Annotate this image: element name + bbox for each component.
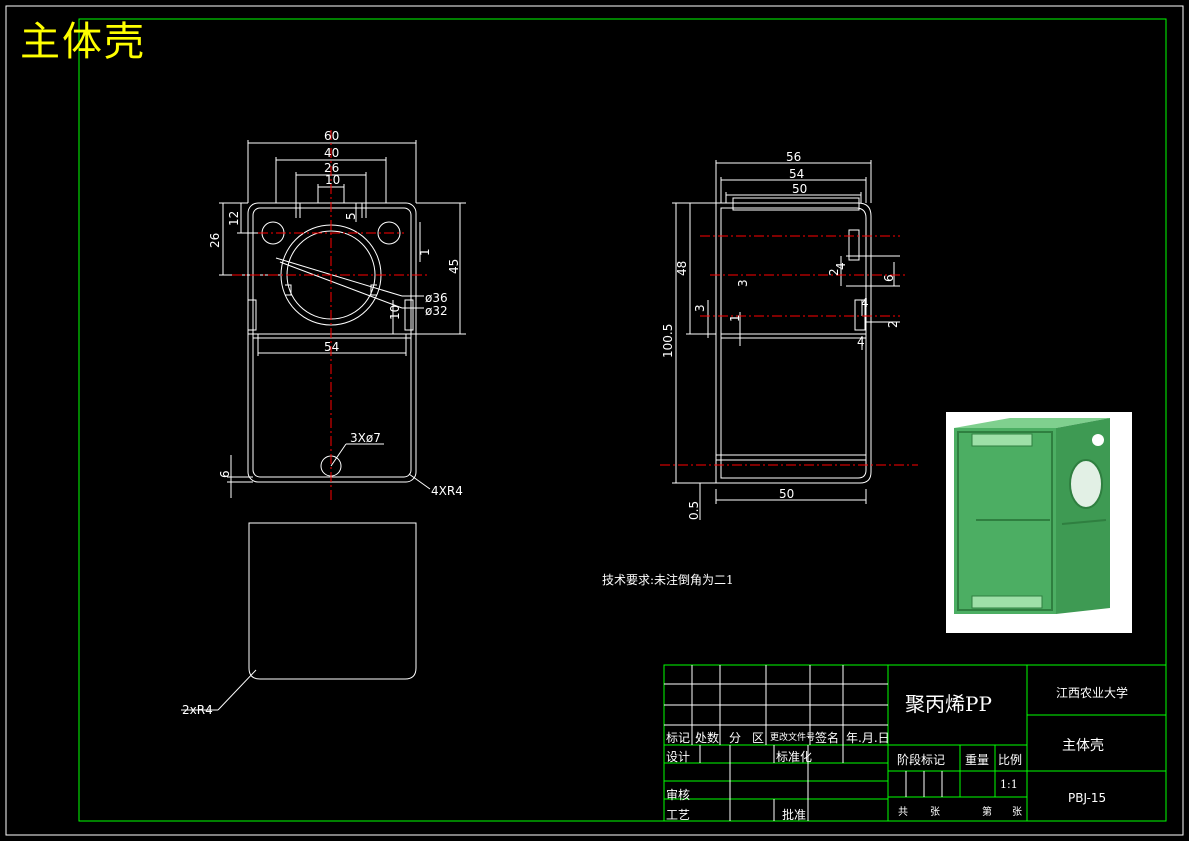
flat-view <box>181 522 417 711</box>
dim-front-54: 54 <box>324 340 339 354</box>
header-signature: 签名 <box>815 731 840 745</box>
dim-side-r4b: 4 <box>861 296 869 310</box>
header-zone: 区 <box>752 731 765 745</box>
review-label: 审核 <box>666 788 691 802</box>
tech-requirement: 技术要求:未注倒角为二1 <box>602 572 734 587</box>
dim-side-100-5: 100.5 <box>661 324 675 358</box>
dim-front-5: 5 <box>344 212 358 220</box>
dim-side-r2a: 2 <box>827 268 841 276</box>
dim-front-60: 60 <box>324 129 339 143</box>
sheets-label: 张 <box>930 807 940 818</box>
process-label: 工艺 <box>666 808 691 822</box>
side-view-centerlines <box>660 235 918 466</box>
approve-label: 批准 <box>782 808 807 822</box>
dim-front-radius: 4XR4 <box>431 484 463 498</box>
part-name: 主体壳 <box>1062 738 1104 754</box>
page-unit-label: 张 <box>1012 807 1022 818</box>
dim-front-10-vertical: 10 <box>388 305 402 320</box>
3d-model-preview-icon <box>946 412 1132 633</box>
dim-side-r2b: 2 <box>886 320 900 328</box>
standardize-label: 标准化 <box>776 750 813 764</box>
dim-side-r4a: 4 <box>834 262 848 270</box>
dim-front-12: 12 <box>227 211 241 226</box>
drawing-title: 主体壳 <box>20 19 146 65</box>
scale-value: 1:1 <box>1000 778 1018 791</box>
dim-side-bottom-50: 50 <box>779 487 794 501</box>
title-block <box>663 664 1167 822</box>
dim-side-54: 54 <box>789 167 804 181</box>
dim-side-r3a: 3 <box>736 279 750 287</box>
material-label: 聚丙烯PP <box>905 692 992 716</box>
dim-side-r4c: 4 <box>857 335 865 349</box>
dim-front-1: 1 <box>418 248 432 256</box>
drawing-number: PBJ-15 <box>1068 791 1107 805</box>
design-label: 设计 <box>666 750 691 764</box>
header-change-doc: 更改文件号 <box>770 733 816 743</box>
scale-label: 比例 <box>998 753 1023 767</box>
dim-side-50: 50 <box>792 182 807 196</box>
page-label: 第 <box>982 807 992 818</box>
dim-front-holes: 3Xø7 <box>350 431 381 445</box>
header-count: 处数 <box>695 731 720 745</box>
dim-side-3: 3 <box>693 304 707 312</box>
dim-front-26: 26 <box>324 161 339 175</box>
header-division: 分 <box>729 731 742 745</box>
dim-front-d32: ø32 <box>425 304 448 318</box>
dim-side-48: 48 <box>675 261 689 276</box>
dim-front-45: 45 <box>447 259 461 274</box>
dim-front-26-height: 26 <box>208 233 222 248</box>
dim-side-0-5: 0.5 <box>687 501 701 520</box>
dim-side-1: 1 <box>728 314 742 322</box>
dim-front-d36: ø36 <box>425 291 448 305</box>
front-view <box>219 140 466 498</box>
school-name: 江西农业大学 <box>1056 686 1129 700</box>
stage-mark-label: 阶段标记 <box>897 753 946 767</box>
header-date: 年.月.日 <box>846 731 890 745</box>
front-view-centerlines <box>232 130 430 500</box>
weight-label: 重量 <box>965 753 990 767</box>
dim-front-6: 6 <box>218 470 232 478</box>
dim-side-6: 6 <box>882 274 896 282</box>
side-view <box>672 160 900 520</box>
total-label: 共 <box>898 807 908 818</box>
header-mark: 标记 <box>666 731 691 745</box>
dim-side-56: 56 <box>786 150 801 164</box>
dim-front-40: 40 <box>324 146 339 160</box>
dim-front-10: 10 <box>325 173 340 187</box>
dim-flat-radius: 2xR4 <box>182 703 213 717</box>
